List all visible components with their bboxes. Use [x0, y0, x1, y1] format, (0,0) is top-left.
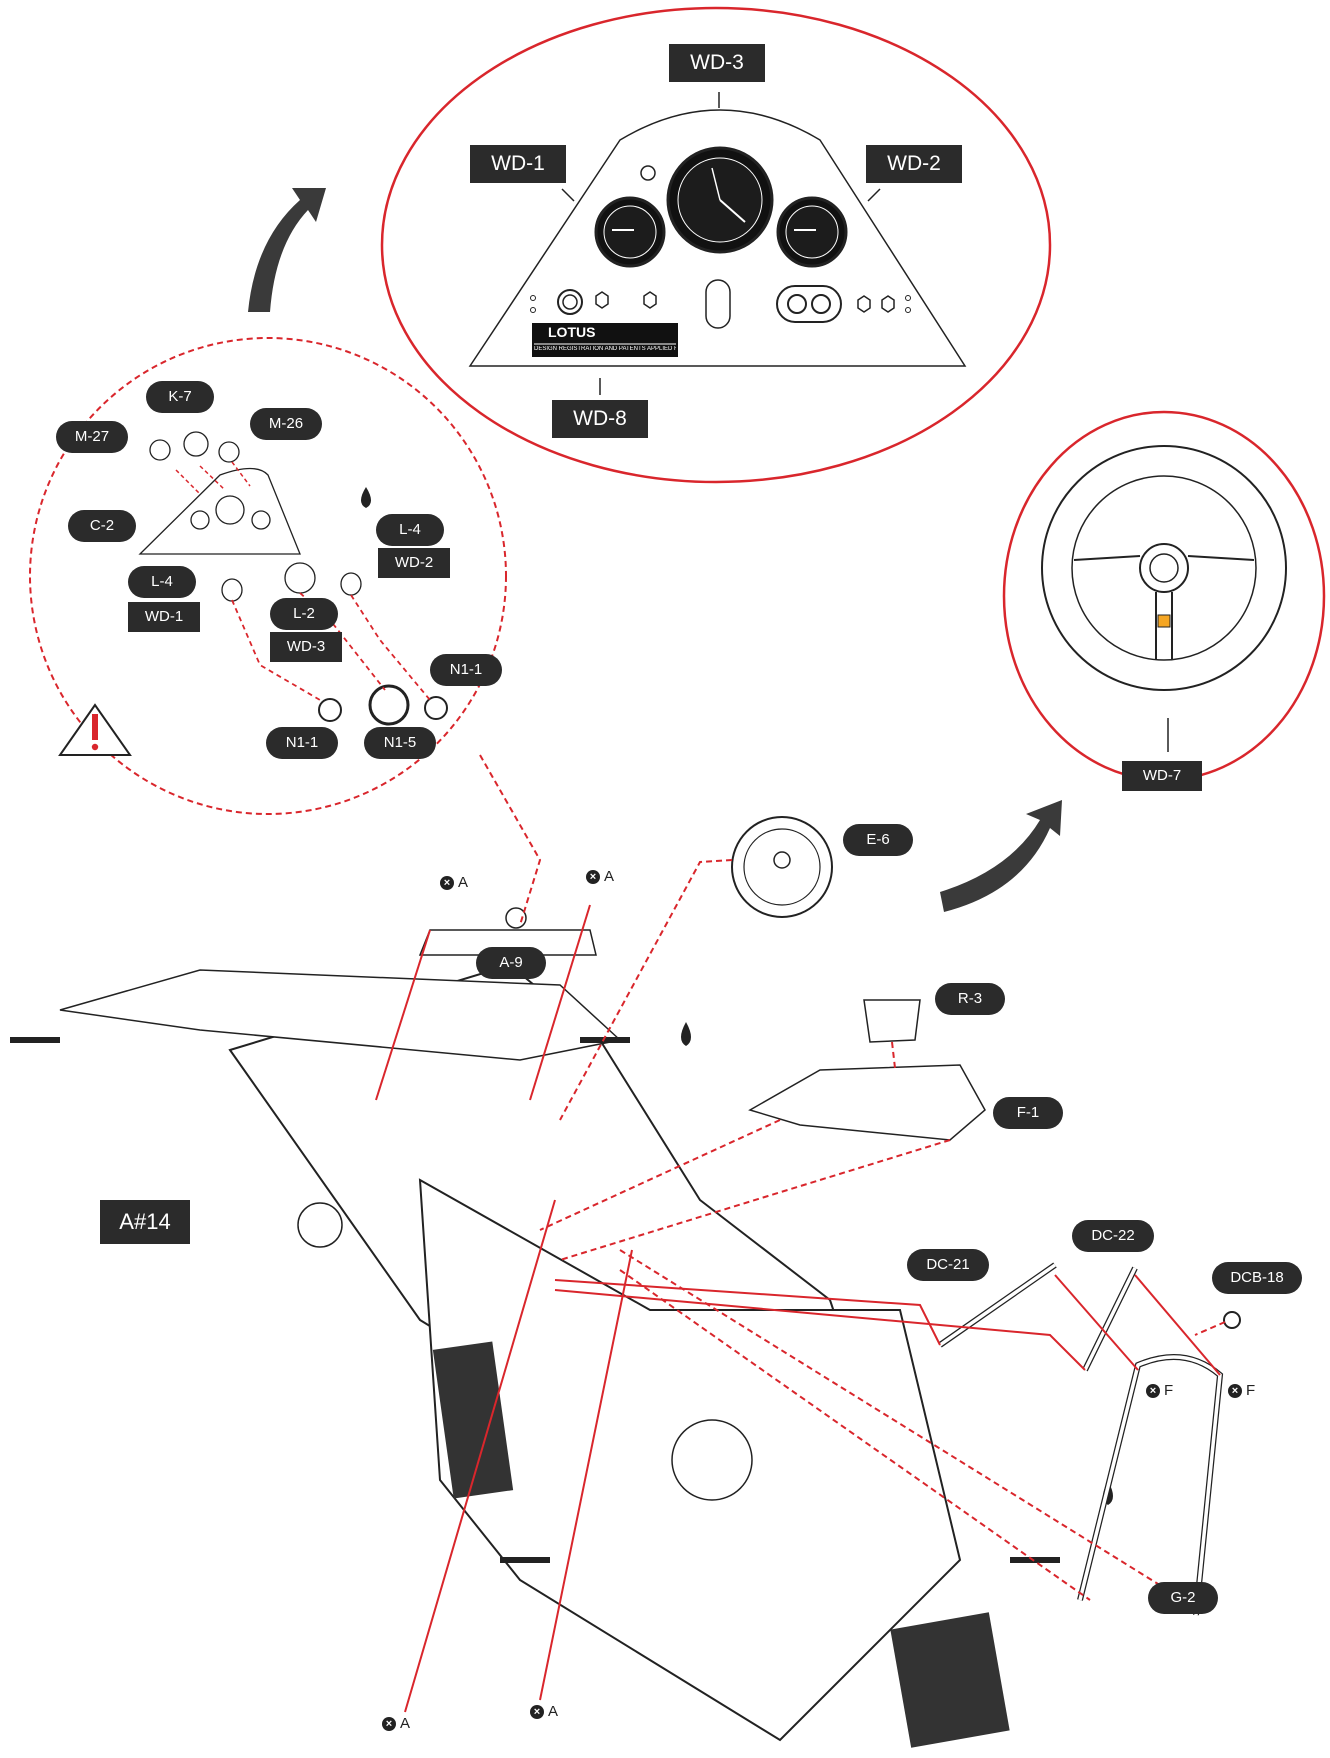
label-wd1-small: WD-1	[128, 602, 200, 632]
ref-a-bottom-left: ×A	[382, 1715, 410, 1732]
ref-f-left: ×F	[1146, 1382, 1173, 1399]
ref-a-bottom-right: ×A	[530, 1703, 558, 1720]
label-g2: G-2	[1148, 1582, 1218, 1614]
label-n1-1-right: N1-1	[430, 654, 502, 686]
step-label: A#14	[100, 1200, 190, 1244]
label-l4-left: L-4	[128, 566, 196, 598]
label-k7: K-7	[146, 381, 214, 413]
label-wd1: WD-1	[470, 145, 566, 183]
x-marker-icon: ×	[1146, 1383, 1160, 1398]
ref-a-top-right: ×A	[586, 868, 614, 885]
x-marker-icon: ×	[382, 1716, 396, 1731]
label-r3: R-3	[935, 983, 1005, 1015]
label-wd3: WD-3	[669, 44, 765, 82]
lotus-plate	[532, 323, 678, 357]
label-dc22: DC-22	[1072, 1220, 1154, 1252]
plate-brand: LOTUS	[548, 324, 596, 340]
label-e6: E-6	[843, 824, 913, 856]
label-a9: A-9	[476, 947, 546, 979]
ref-f-right: ×F	[1228, 1382, 1255, 1399]
part-r3	[863, 999, 921, 1043]
part-a9	[418, 929, 597, 956]
label-dcb18: DCB-18	[1212, 1262, 1302, 1294]
label-n1-5: N1-5	[364, 727, 436, 759]
x-marker-icon: ×	[440, 875, 454, 890]
label-l2: L-2	[270, 598, 338, 630]
label-m27: M-27	[56, 421, 128, 453]
label-wd3-small: WD-3	[270, 632, 342, 662]
label-wd2-small: WD-2	[378, 548, 450, 578]
label-c2: C-2	[68, 510, 136, 542]
plate-text: DESIGN REGISTRATION AND PATENTS APPLIED …	[534, 346, 676, 352]
label-wd2: WD-2	[866, 145, 962, 183]
arrow-to-dashboard	[248, 188, 326, 312]
label-m26: M-26	[250, 408, 322, 440]
x-marker-icon: ×	[586, 869, 600, 884]
x-marker-icon: ×	[1228, 1383, 1242, 1398]
part-f1	[748, 1064, 986, 1141]
label-f1: F-1	[993, 1097, 1063, 1129]
ref-a-top-left: ×A	[440, 874, 468, 891]
label-n1-1-left: N1-1	[266, 727, 338, 759]
x-marker-icon: ×	[530, 1704, 544, 1719]
label-l4-right: L-4	[376, 514, 444, 546]
assembly-callout	[29, 337, 507, 815]
part-dcb18	[1223, 1311, 1241, 1329]
label-wd8: WD-8	[552, 400, 648, 438]
arrow-to-steering	[940, 800, 1062, 912]
label-wd7: WD-7	[1122, 761, 1202, 791]
label-dc21: DC-21	[907, 1249, 989, 1281]
